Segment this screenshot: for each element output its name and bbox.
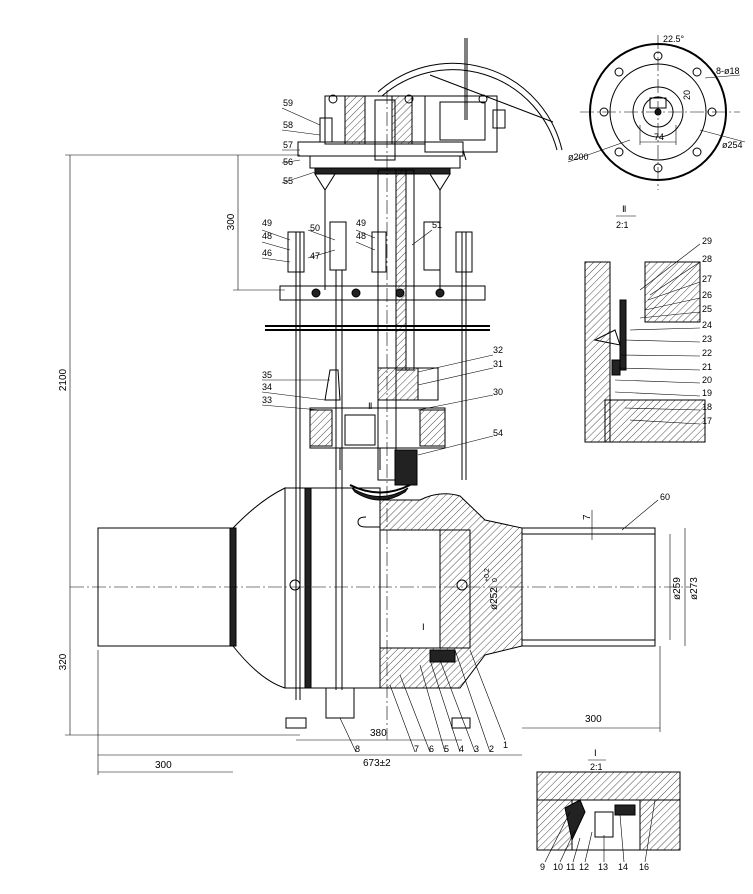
detail-ii: Ⅱ 2:1 29 28 27 26 25 24 23 22 21 20 19 1… bbox=[584, 204, 712, 443]
label-27: 27 bbox=[702, 274, 712, 284]
label-47: 47 bbox=[310, 251, 320, 261]
dim-overall-height: 2100 bbox=[58, 368, 69, 391]
dim-wall: 7 bbox=[582, 514, 593, 520]
label-2: 2 bbox=[489, 744, 494, 754]
detail-ii-mark: Ⅱ bbox=[622, 204, 626, 214]
stem-assembly bbox=[377, 90, 415, 740]
callout-i: Ⅰ bbox=[422, 622, 425, 632]
flange-od: ø254 bbox=[722, 140, 743, 150]
label-31: 31 bbox=[493, 359, 503, 369]
label-17: 17 bbox=[702, 416, 712, 426]
label-30: 30 bbox=[493, 387, 503, 397]
label-51: 51 bbox=[432, 220, 442, 230]
label-29: 29 bbox=[702, 236, 712, 246]
dim-pipe-id: ø259 bbox=[672, 577, 683, 600]
bonnet bbox=[309, 367, 446, 486]
label-1: 1 bbox=[503, 740, 508, 750]
dim-bore-tol-lower: 0 bbox=[492, 578, 499, 582]
label-7: 7 bbox=[414, 744, 419, 754]
flange-pcd: ø200 bbox=[568, 152, 589, 162]
label-12: 12 bbox=[579, 862, 589, 872]
label-25: 25 bbox=[702, 304, 712, 314]
part-callouts: 59 58 57 56 55 49 48 46 50 47 49 48 51 3… bbox=[261, 98, 670, 754]
label-5: 5 bbox=[444, 744, 449, 754]
label-8: 8 bbox=[355, 744, 360, 754]
flange-holes: 8-ø18 bbox=[716, 66, 740, 76]
label-54: 54 bbox=[493, 428, 503, 438]
label-26: 26 bbox=[702, 290, 712, 300]
label-56: 56 bbox=[283, 157, 293, 167]
dim-upper-height: 300 bbox=[226, 213, 237, 230]
label-22: 22 bbox=[702, 348, 712, 358]
label-9: 9 bbox=[540, 862, 545, 872]
label-49: 49 bbox=[262, 218, 272, 228]
label-3: 3 bbox=[474, 744, 479, 754]
dim-right-extension: 300 bbox=[585, 714, 602, 725]
dimensions: 2100 300 320 380 673±2 300 300 ø252 +0.2… bbox=[58, 154, 700, 775]
label-55: 55 bbox=[283, 176, 293, 186]
detail-i-scale: 2:1 bbox=[590, 762, 603, 772]
support-plate bbox=[265, 285, 490, 331]
label-18: 18 bbox=[702, 402, 712, 412]
label-14: 14 bbox=[618, 862, 628, 872]
dim-face-to-face: 673±2 bbox=[363, 758, 391, 769]
label-21: 21 bbox=[702, 362, 712, 372]
dim-bore-tol-upper: +0.2 bbox=[484, 568, 491, 582]
label-46: 46 bbox=[262, 248, 272, 258]
detail-i-mark: Ⅰ bbox=[594, 748, 597, 758]
label-34: 34 bbox=[262, 382, 272, 392]
dim-left-extension: 300 bbox=[155, 760, 172, 771]
dim-lower-height: 320 bbox=[58, 653, 69, 670]
valve-body-left bbox=[97, 487, 381, 729]
upper-bolts bbox=[287, 221, 473, 700]
label-20: 20 bbox=[702, 375, 712, 385]
valve-body-right bbox=[357, 493, 656, 729]
label-10: 10 bbox=[553, 862, 563, 872]
label-60: 60 bbox=[660, 492, 670, 502]
label-48: 48 bbox=[262, 231, 272, 241]
label-6: 6 bbox=[429, 744, 434, 754]
label-4: 4 bbox=[459, 744, 464, 754]
label-48b: 48 bbox=[356, 231, 366, 241]
detail-ii-scale: 2:1 bbox=[616, 220, 629, 230]
label-58: 58 bbox=[283, 120, 293, 130]
gearbox bbox=[297, 94, 506, 175]
label-28: 28 bbox=[702, 254, 712, 264]
label-57: 57 bbox=[283, 140, 293, 150]
label-35: 35 bbox=[262, 370, 272, 380]
label-33: 33 bbox=[262, 395, 272, 405]
flange-top-view: 22.5° 8-ø18 20 74 ø200 ø254 bbox=[567, 34, 746, 190]
label-59: 59 bbox=[283, 98, 293, 108]
flange-keyway: 20 bbox=[682, 90, 692, 100]
flange-angle: 22.5° bbox=[663, 34, 685, 44]
callout-ii: Ⅱ bbox=[368, 401, 372, 411]
label-50: 50 bbox=[310, 223, 320, 233]
label-19: 19 bbox=[702, 388, 712, 398]
dim-pipe-od: ø273 bbox=[689, 577, 700, 600]
label-32: 32 bbox=[493, 345, 503, 355]
label-49b: 49 bbox=[356, 218, 366, 228]
label-16: 16 bbox=[639, 862, 649, 872]
dim-bore: ø252 bbox=[489, 587, 500, 610]
label-23: 23 bbox=[702, 334, 712, 344]
handwheel bbox=[377, 38, 563, 151]
dim-centre-width: 380 bbox=[370, 728, 387, 739]
detail-i: Ⅰ 2:1 9 10 11 12 13 14 16 bbox=[536, 748, 681, 872]
label-13: 13 bbox=[598, 862, 608, 872]
flange-slot: 74 bbox=[654, 132, 664, 142]
label-24: 24 bbox=[702, 320, 712, 330]
label-11: 11 bbox=[566, 862, 575, 872]
